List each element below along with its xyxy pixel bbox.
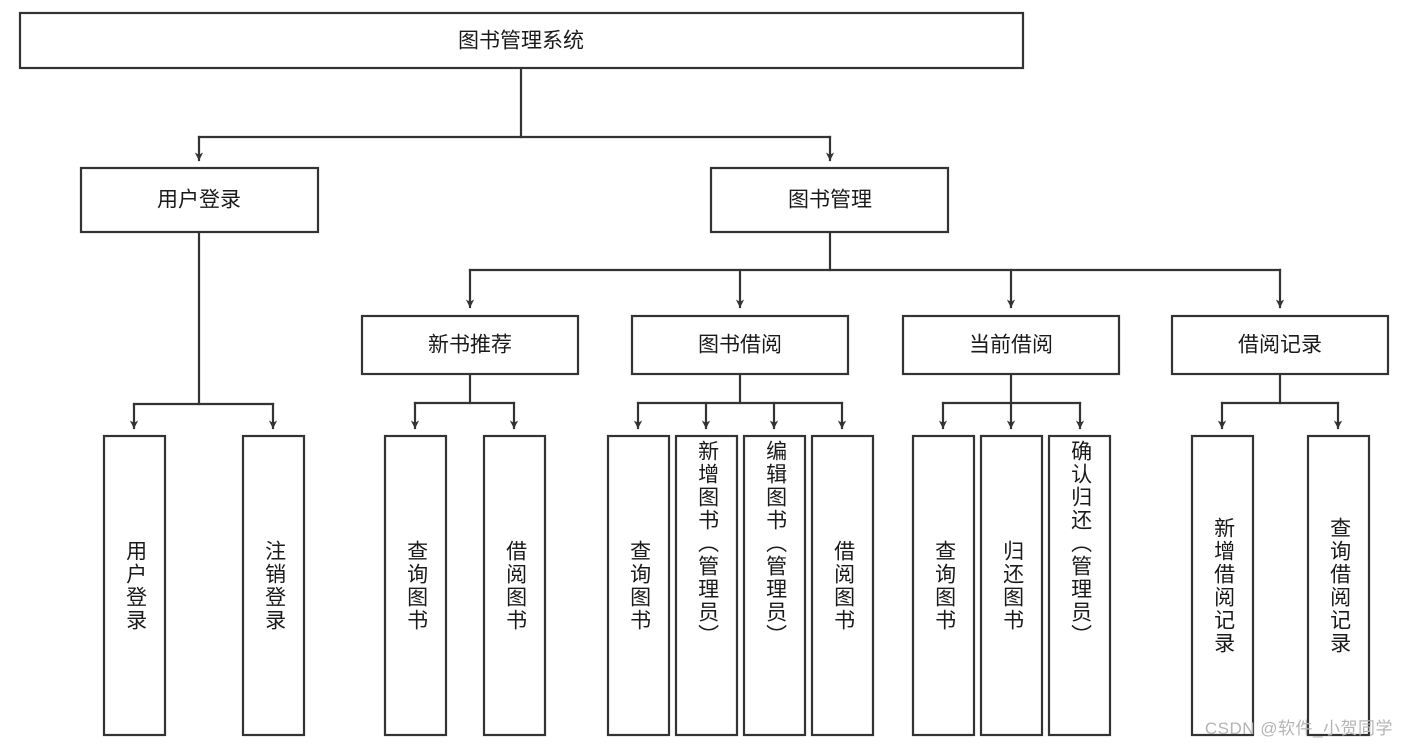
node-current-borrow[interactable]: 当前借阅: [901, 314, 1121, 376]
leaf-boxes-user-login: [102, 434, 306, 737]
leaf-boxes-book-borrow: [606, 434, 875, 737]
leaf-box-newbook-1[interactable]: [383, 434, 448, 737]
node-current-borrow-label: 当前借阅: [969, 334, 1053, 357]
connector-newbook-to-leaves: [410, 372, 519, 430]
node-root-label: 图书管理系统: [458, 30, 584, 53]
connector-userlogin-to-leaves: [129, 230, 278, 430]
node-user-login[interactable]: 用户登录: [79, 166, 320, 234]
node-new-book-recommend[interactable]: 新书推荐: [360, 314, 580, 376]
node-root[interactable]: 图书管理系统: [18, 11, 1025, 70]
leaf-box-borrowrecord-2[interactable]: [1306, 434, 1371, 737]
leaf-box-bookborrow-3[interactable]: [742, 434, 807, 737]
leaf-box-currentborrow-3[interactable]: [1047, 434, 1112, 737]
node-borrow-record[interactable]: 借阅记录: [1170, 314, 1390, 376]
connector-root-to-level2: [194, 66, 835, 162]
node-book-management[interactable]: 图书管理: [709, 166, 950, 234]
node-book-borrow[interactable]: 图书借阅: [630, 314, 850, 376]
node-borrow-record-label: 借阅记录: [1238, 334, 1322, 357]
leaf-box-bookborrow-4[interactable]: [810, 434, 875, 737]
watermark-text: CSDN @软件_小贺同学: [1204, 719, 1393, 738]
leaf-boxes-current-borrow: [911, 434, 1112, 737]
leaf-box-newbook-2[interactable]: [482, 434, 547, 737]
connector-bookmgmt-to-level3: [465, 230, 1285, 309]
leaf-box-currentborrow-2[interactable]: [979, 434, 1044, 737]
connector-bookborrow-to-leaves: [633, 372, 847, 430]
node-book-borrow-label: 图书借阅: [698, 334, 782, 357]
connector-borrowrecord-to-leaves: [1217, 372, 1343, 430]
leaf-box-user-login-1[interactable]: [102, 434, 167, 737]
node-user-login-label: 用户登录: [157, 189, 241, 212]
leaf-box-user-login-2[interactable]: [241, 434, 306, 737]
connector-currentborrow-to-leaves: [938, 372, 1085, 430]
node-new-book-recommend-label: 新书推荐: [428, 334, 512, 357]
node-book-management-label: 图书管理: [788, 189, 872, 212]
leaf-box-borrowrecord-1[interactable]: [1190, 434, 1255, 737]
leaf-box-currentborrow-1[interactable]: [911, 434, 976, 737]
leaf-box-bookborrow-2[interactable]: [674, 434, 739, 737]
leaf-boxes-borrow-record: [1190, 434, 1371, 737]
leaf-boxes-new-book-recommend: [383, 434, 547, 737]
leaf-box-bookborrow-1[interactable]: [606, 434, 671, 737]
